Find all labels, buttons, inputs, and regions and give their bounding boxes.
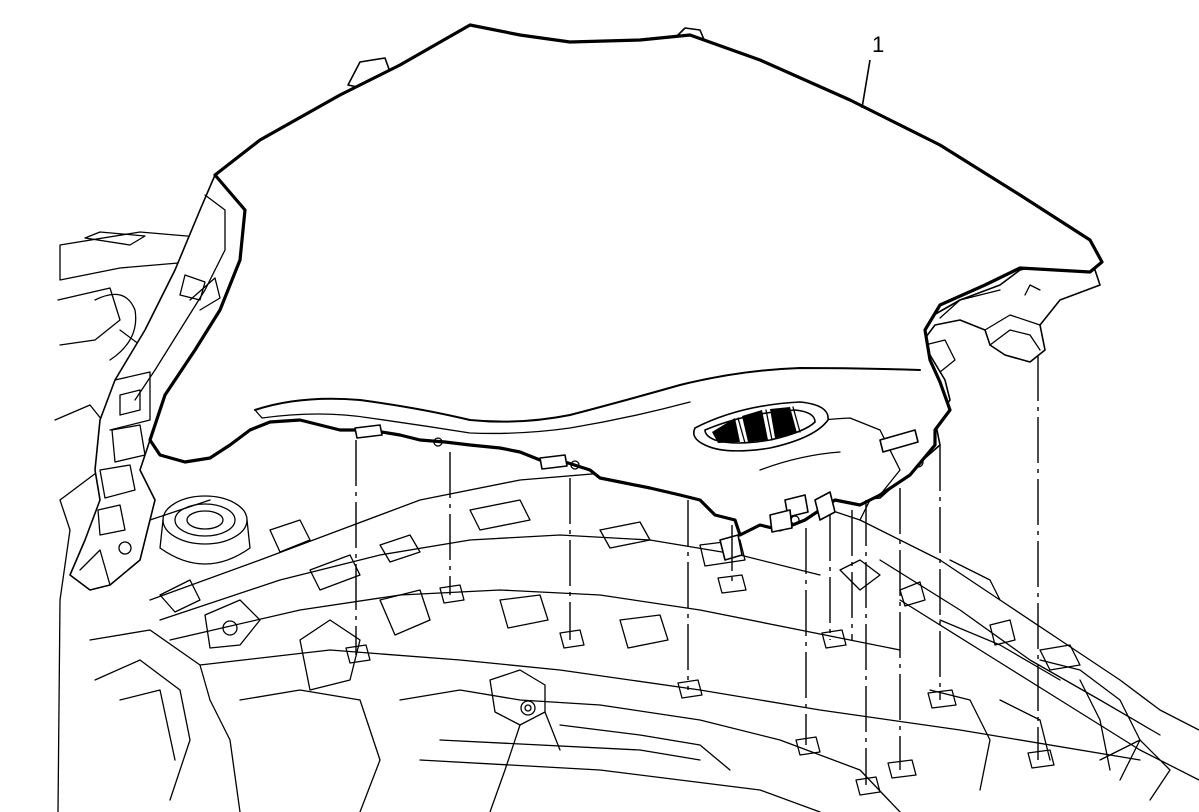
instrument-panel-upper-trim-pad bbox=[148, 23, 1104, 561]
receiving-clips bbox=[345, 574, 1055, 796]
callout-label: 1 bbox=[872, 32, 884, 57]
alignment-lines bbox=[355, 355, 1039, 785]
callout-leader-line bbox=[861, 59, 871, 109]
trim-pad-outline bbox=[148, 23, 1104, 537]
callout-1: 1 bbox=[861, 32, 884, 109]
